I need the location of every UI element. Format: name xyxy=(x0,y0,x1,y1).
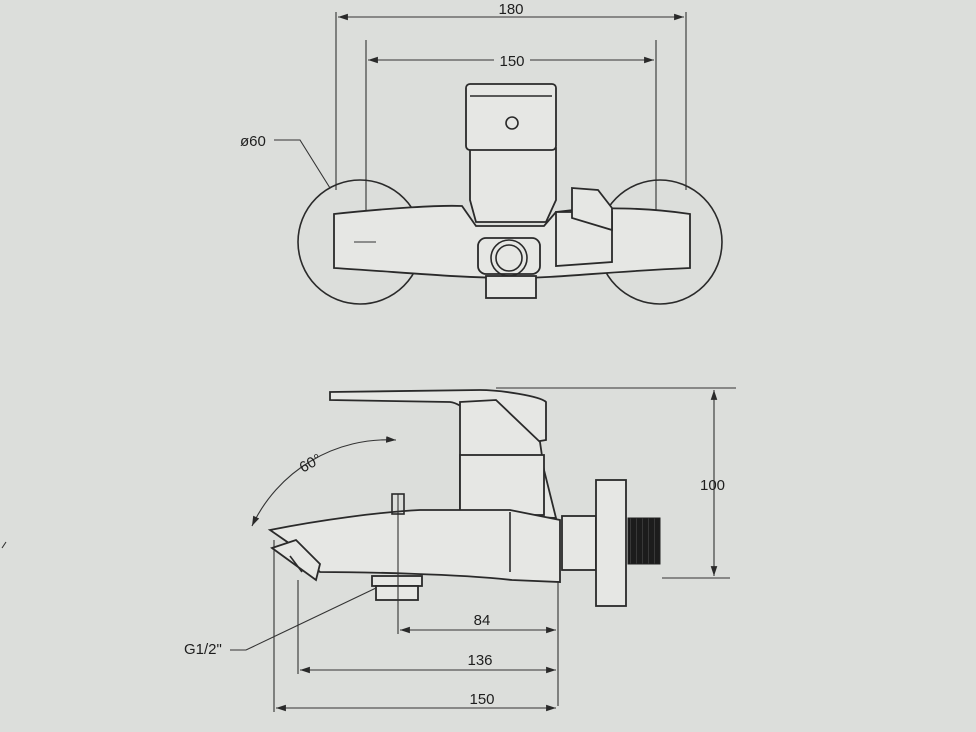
side-view-connector xyxy=(561,515,597,571)
dim-150-top-label: 150 xyxy=(499,53,524,70)
dimension-150-side: 150 xyxy=(273,540,556,712)
side-view-flange xyxy=(595,479,627,607)
dim-136-label: 136 xyxy=(467,652,492,669)
dimension-180: 180 xyxy=(335,1,687,190)
angle-label: 60° xyxy=(297,451,325,477)
side-view-thread xyxy=(627,517,661,565)
top-view-aerator xyxy=(477,237,541,275)
diameter-label: ø60 xyxy=(240,133,266,150)
top-view-handle-column xyxy=(469,147,557,223)
dim-100-label: 100 xyxy=(700,477,725,494)
handle-screw-dot xyxy=(505,116,519,130)
diverter-stub xyxy=(371,575,423,587)
dimension-100: 100 xyxy=(496,387,736,579)
top-view: 180 150 ø60 xyxy=(240,1,723,305)
dimension-136: 136 xyxy=(297,580,556,674)
thread-label: G1/2" xyxy=(184,641,222,658)
thread-leader: G1/2" xyxy=(184,587,377,658)
diameter-leader: ø60 xyxy=(240,133,331,189)
dim-180-label: 180 xyxy=(498,1,523,18)
dimension-150-top: 150 xyxy=(365,40,657,240)
spout-outlet xyxy=(270,538,321,582)
side-view: 60° 100 84 136 150 G1/2" xyxy=(184,387,736,712)
dimension-84: 84 xyxy=(397,582,559,706)
dim-84-label: 84 xyxy=(474,612,491,629)
dim-150-side-label: 150 xyxy=(469,691,494,708)
